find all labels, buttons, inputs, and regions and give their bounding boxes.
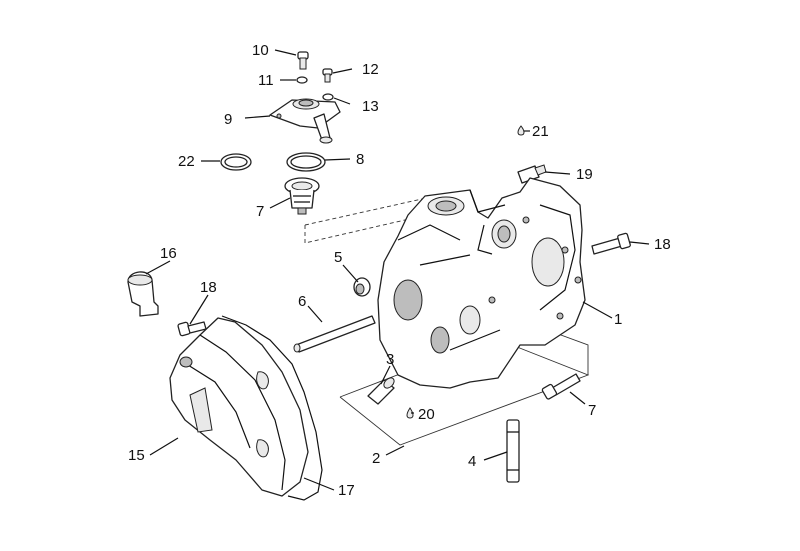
- part-6-long-stud: [293, 315, 376, 353]
- callout-22: 22: [178, 153, 195, 170]
- part-3-dowel-pin: [367, 377, 395, 405]
- callout-1: 1: [614, 311, 622, 328]
- part-15-cylinder-head-cover: [169, 317, 309, 497]
- part-5-plug: [353, 277, 371, 297]
- callout-19: 19: [576, 166, 593, 183]
- callout-2: 2: [372, 450, 380, 467]
- part-16-cap: [127, 271, 159, 317]
- part-9-thermostat: [284, 177, 320, 215]
- part-4-stud: [506, 419, 520, 483]
- callout-11: 10: [252, 42, 269, 59]
- part-18-bolt-left: [177, 321, 207, 337]
- callout-18-left: 18: [200, 279, 217, 296]
- callout-15: 15: [128, 447, 145, 464]
- callout-20: 20: [418, 406, 435, 423]
- callout-9: 7: [256, 203, 264, 220]
- callout-13: 12: [362, 61, 379, 78]
- callout-6: 6: [298, 293, 306, 310]
- part-13-screw: [322, 68, 333, 83]
- part-1-cylinder-head: [377, 177, 586, 389]
- part-12-washer: [296, 76, 308, 84]
- part-14-washer: [322, 93, 334, 101]
- part-10-thermostat-housing: [269, 98, 341, 144]
- callout-14: 13: [362, 98, 379, 115]
- callout-17: 17: [338, 482, 355, 499]
- callout-16: 16: [160, 245, 177, 262]
- part-22-oring: [220, 153, 252, 171]
- callout-8: 8: [356, 151, 364, 168]
- callout-7: 7: [588, 402, 596, 419]
- part-8-oring: [286, 152, 326, 172]
- callout-3: 3: [386, 351, 394, 368]
- part-11-screw: [297, 51, 309, 70]
- callout-21: 21: [532, 123, 549, 140]
- callout-10: 9: [224, 111, 232, 128]
- leader-lines: [145, 49, 650, 491]
- callout-labels: 10 11 12 13 9 22 8 7 21 19 18 1 5 6 16 1…: [128, 42, 671, 499]
- callout-4: 4: [468, 453, 476, 470]
- callout-18-right: 18: [654, 236, 671, 253]
- part-7-bolt: [541, 373, 581, 400]
- callout-12: 11: [258, 72, 274, 89]
- part-18-bolt-right: [591, 232, 631, 255]
- callout-5: 5: [334, 249, 342, 266]
- part-21-sealant-drop: [517, 125, 525, 136]
- part-17-cover-gasket: [221, 315, 323, 501]
